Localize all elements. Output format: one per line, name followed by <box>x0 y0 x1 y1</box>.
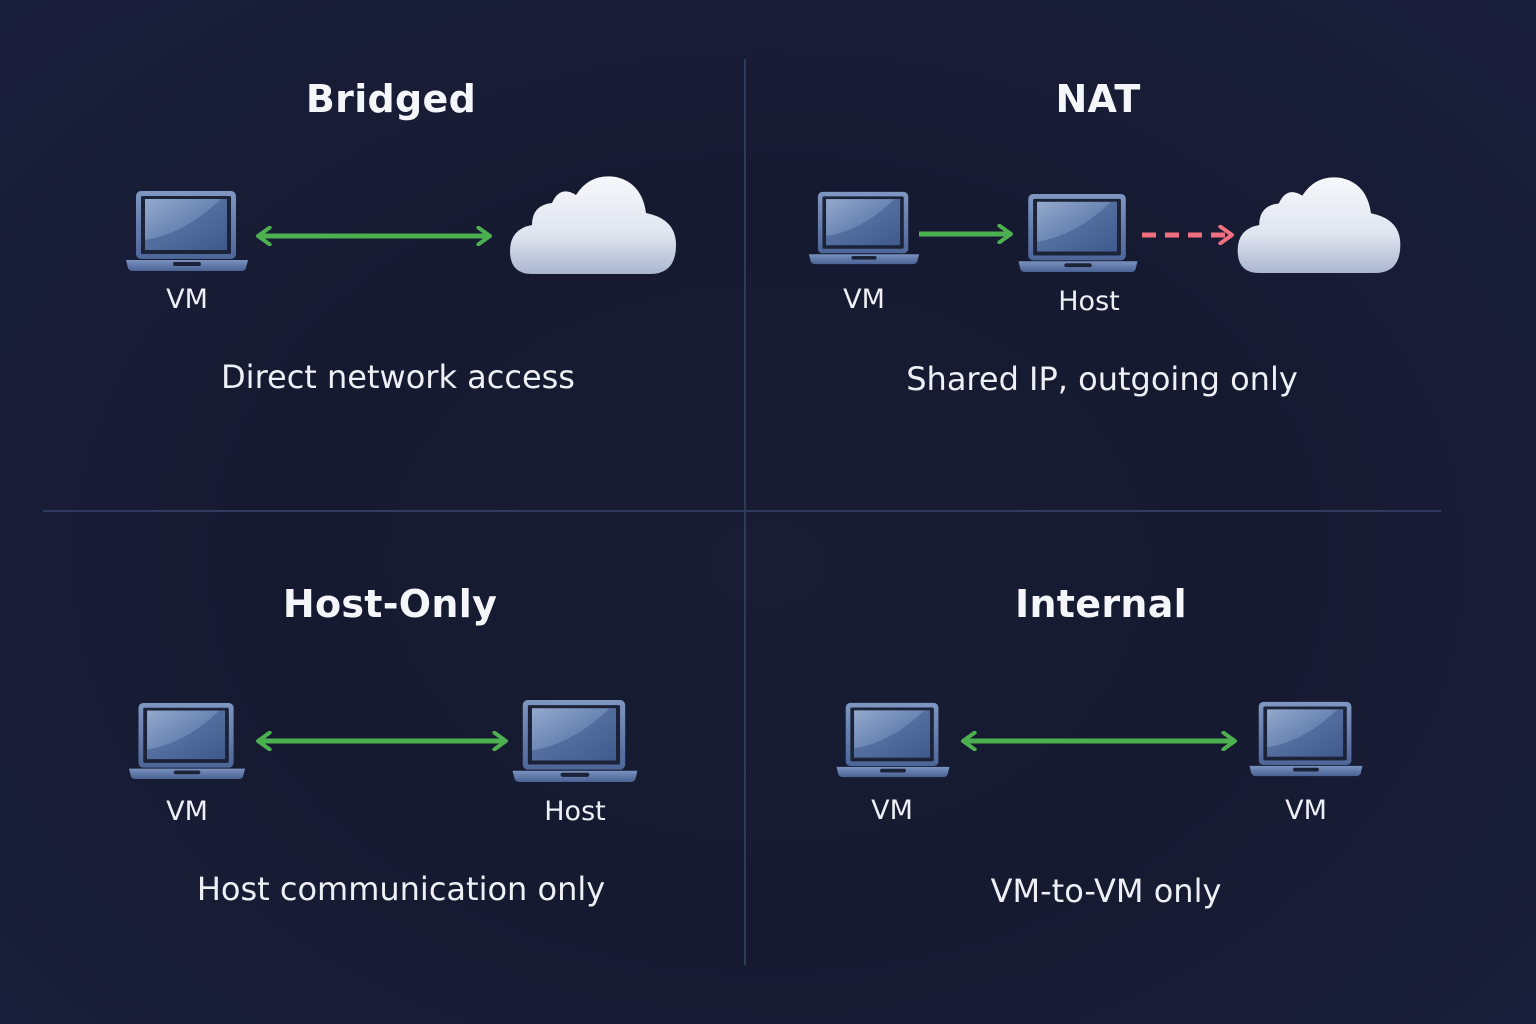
horizontal-divider <box>43 510 1441 512</box>
laptop-icon <box>125 702 249 780</box>
cloud-icon <box>1237 176 1401 274</box>
panel-caption: VM-to-VM only <box>990 872 1222 910</box>
dashed-outgoing-arrow <box>1142 221 1240 251</box>
panel-title: Host-Only <box>282 582 498 626</box>
node-label: VM <box>843 284 885 315</box>
laptop-icon <box>1016 193 1140 273</box>
bidirectional-arrow <box>955 727 1245 757</box>
node-label: VM <box>871 795 913 826</box>
node-label: VM <box>166 284 208 315</box>
panel-title: Bridged <box>305 77 477 121</box>
laptop-icon <box>1243 701 1369 777</box>
laptop-icon <box>830 702 956 778</box>
panel-caption: Host communication only <box>196 870 606 908</box>
node-label: VM <box>1285 795 1327 826</box>
laptop-icon <box>125 190 249 272</box>
bidirectional-arrow <box>250 727 514 757</box>
outgoing-arrow <box>919 220 1020 250</box>
panel-caption: Direct network access <box>221 358 575 396</box>
panel-title: NAT <box>1055 77 1141 121</box>
node-label: Host <box>1058 286 1120 317</box>
panel-title: Internal <box>1015 582 1187 626</box>
node-label: Host <box>544 796 606 827</box>
node-label: VM <box>166 796 208 827</box>
laptop-icon <box>511 699 639 783</box>
laptop-icon <box>808 190 920 266</box>
bidirectional-arrow <box>250 222 500 252</box>
vertical-divider <box>744 59 746 965</box>
panel-caption: Shared IP, outgoing only <box>906 360 1298 398</box>
cloud-icon <box>510 175 676 275</box>
